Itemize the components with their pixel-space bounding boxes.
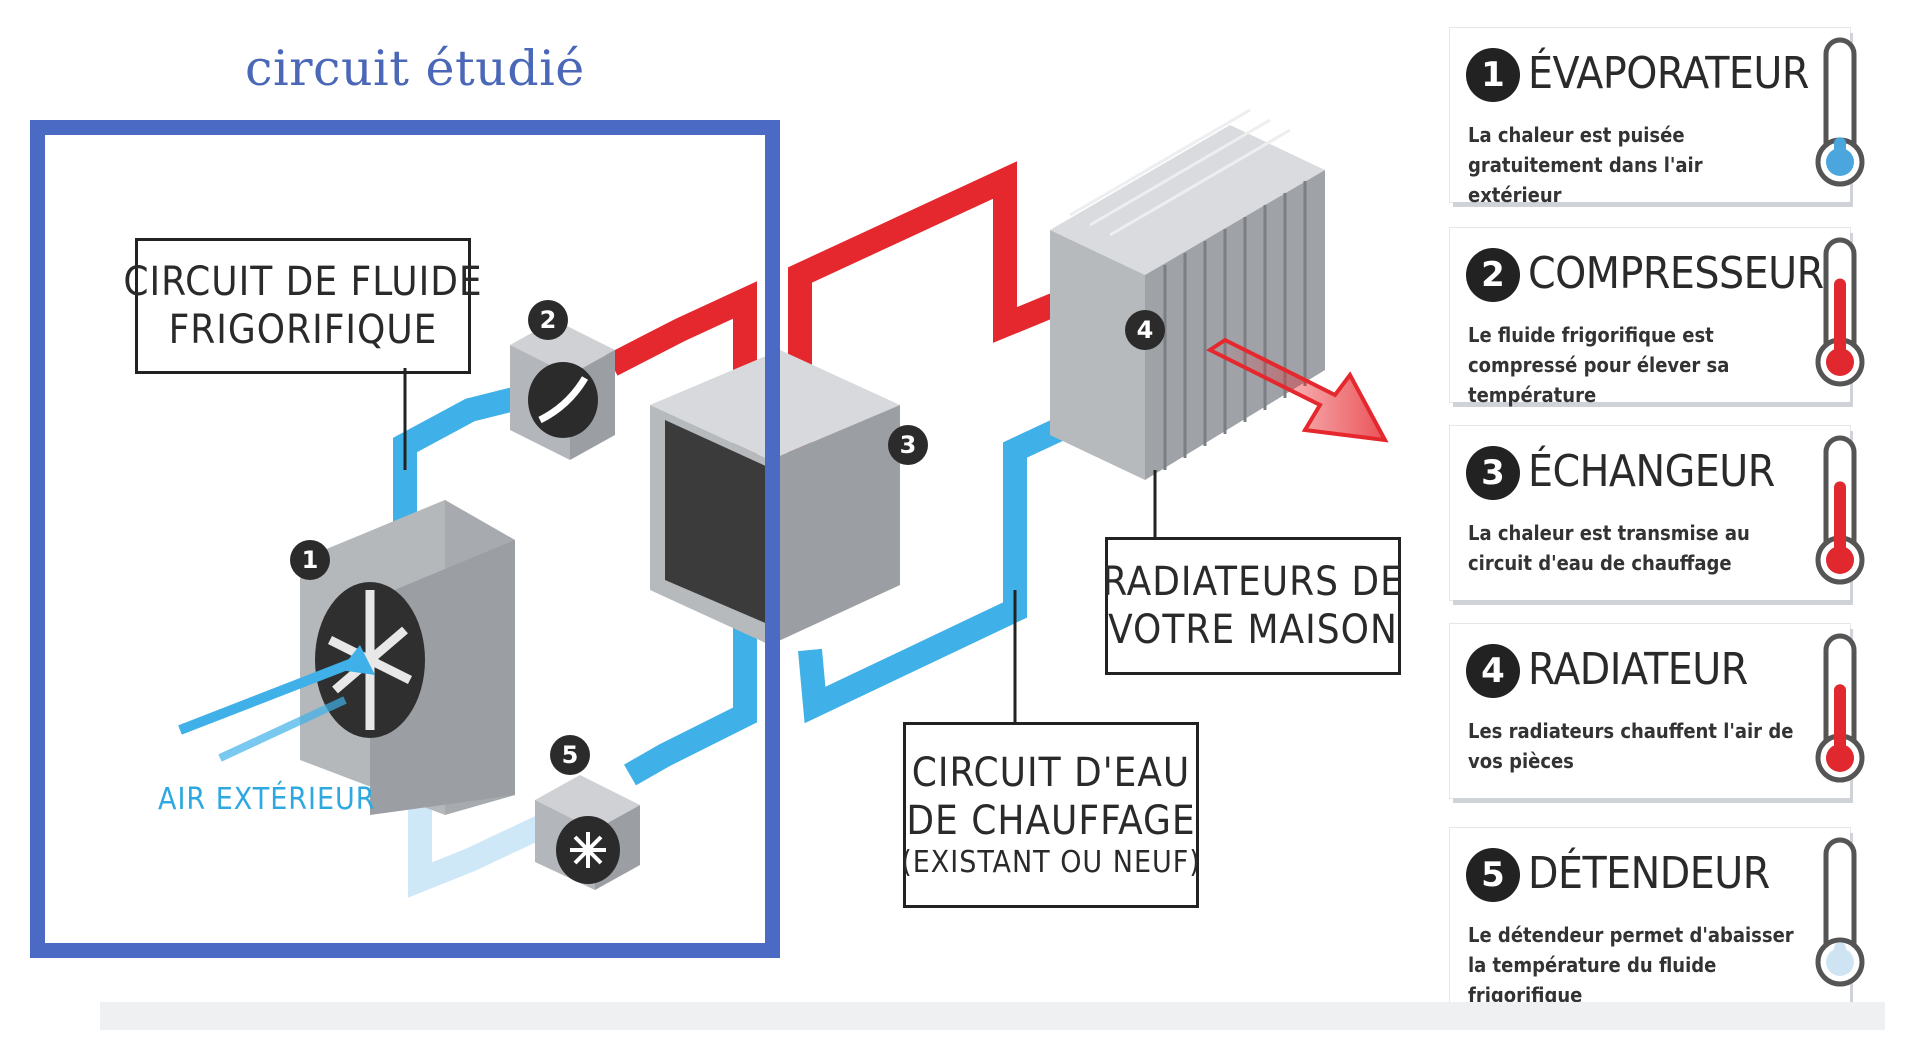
badge-3: 3: [888, 425, 928, 465]
badge-2: 2: [528, 300, 568, 340]
study-title: circuit étudié: [245, 40, 585, 97]
card-expansion-valve: 5 DÉTENDEUR Le détendeur permet d'abaiss…: [1450, 828, 1865, 1007]
water-label-line2: DE CHAUFFAGE: [906, 798, 1196, 844]
badge-1: 1: [290, 540, 330, 580]
study-area-box: [30, 120, 780, 958]
card-number: 2: [1466, 248, 1520, 302]
radiators-label-line1: RADIATEURS DE: [1102, 559, 1404, 605]
warm-air-arrow: [1206, 337, 1389, 443]
thermometer-icon: [1815, 633, 1865, 783]
thermometer-icon: [1815, 37, 1865, 187]
exchanger-block: [650, 350, 900, 645]
card-number: 4: [1466, 644, 1520, 698]
card-title: ÉCHANGEUR: [1528, 446, 1775, 497]
badge-5: 5: [550, 735, 590, 775]
card-radiator: 4 RADIATEUR Les radiateurs chauffent l'a…: [1450, 624, 1865, 798]
thermometer-icon: [1815, 837, 1865, 987]
water-label-line3: (EXISTANT OU NEUF): [901, 845, 1201, 880]
card-title: RADIATEUR: [1528, 644, 1748, 695]
card-title: DÉTENDEUR: [1528, 848, 1770, 899]
fluid-label-line1: CIRCUIT DE FLUIDE: [123, 259, 483, 305]
card-number: 5: [1466, 848, 1520, 902]
card-title: COMPRESSEUR: [1528, 248, 1824, 299]
card-description: Le fluide frigorifique est compressé pou…: [1468, 323, 1730, 407]
air-arrow-1: [178, 655, 362, 735]
air-arrow-head: [340, 645, 375, 675]
card-evaporator: 1 ÉVAPORATEUR La chaleur est puisée grat…: [1450, 28, 1865, 207]
card-compressor: 2 COMPRESSEUR Le fluide frigorifique est…: [1450, 228, 1865, 407]
card-description: Le détendeur permet d'abaisser la tempér…: [1468, 923, 1794, 1007]
fluid-circuit-label: CIRCUIT DE FLUIDE FRIGORIFIQUE: [123, 238, 482, 374]
thermometer-icon: [1815, 435, 1865, 585]
card-description: Les radiateurs chauffent l'air de vos pi…: [1468, 719, 1794, 773]
badge-4: 4: [1125, 310, 1165, 350]
thermometer-icon: [1815, 237, 1865, 387]
floor-strip: [100, 1002, 1885, 1030]
radiators-label-line2: VOTRE MAISON: [1108, 607, 1398, 653]
fluid-label-line2: FRIGORIFIQUE: [168, 307, 438, 353]
cold-pipe-to-valve: [624, 605, 757, 786]
card-title: ÉVAPORATEUR: [1528, 48, 1809, 99]
radiator-block: [1050, 108, 1325, 480]
card-description: La chaleur est puisée gratuitement dans …: [1468, 123, 1703, 207]
card-number: 3: [1466, 446, 1520, 500]
air-arrow-2: [218, 696, 347, 762]
card-description: La chaleur est transmise au circuit d'ea…: [1468, 521, 1750, 575]
card-exchanger: 3 ÉCHANGEUR La chaleur est transmise au …: [1450, 426, 1865, 600]
cold-pipe-to-compressor: [393, 383, 533, 560]
water-label-line1: CIRCUIT D'EAU: [911, 750, 1191, 796]
card-number: 1: [1466, 48, 1520, 102]
radiators-label: RADIATEURS DE VOTRE MAISON: [1102, 537, 1404, 675]
pale-pipe-to-unit: [408, 800, 561, 898]
water-circuit-label: CIRCUIT D'EAU DE CHAUFFAGE (EXISTANT OU …: [901, 722, 1201, 908]
evaporator-unit: [300, 500, 515, 815]
expansion-valve-cube: [535, 775, 640, 890]
outside-air-label: AIR EXTÉRIEUR: [158, 782, 376, 817]
